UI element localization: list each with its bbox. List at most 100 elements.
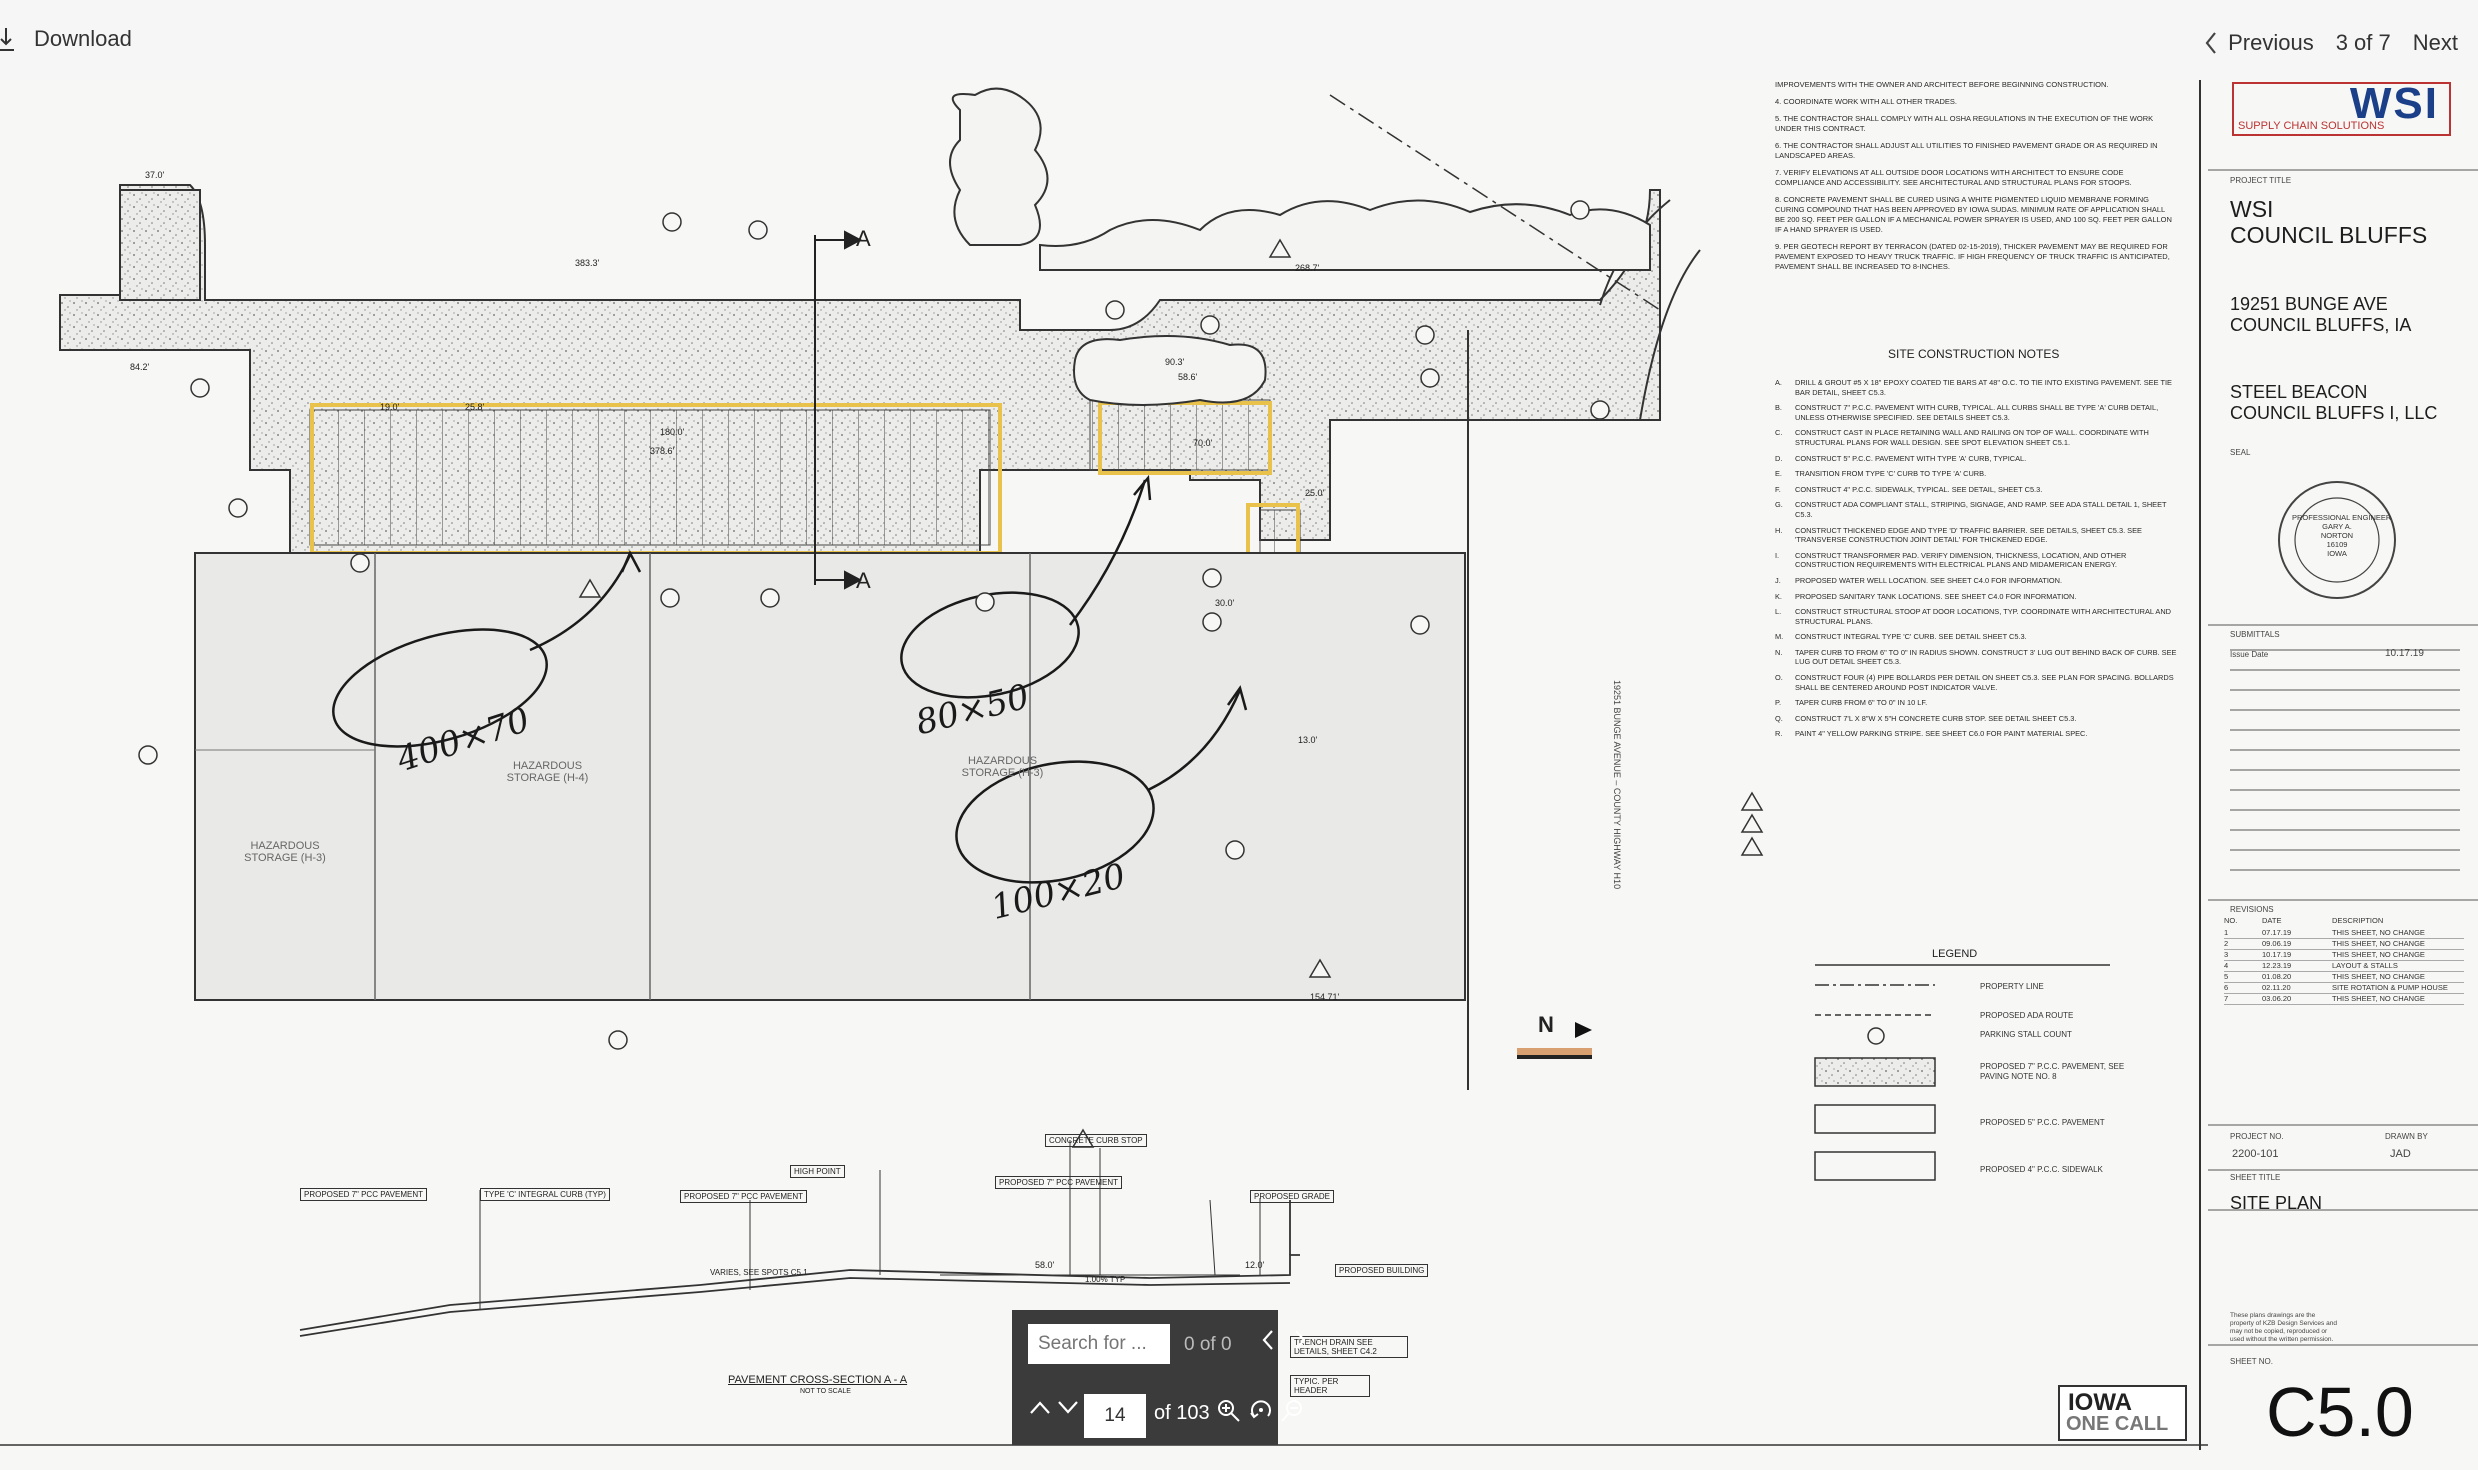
client-name: STEEL BEACON COUNCIL BLUFFS I, LLC [2230,382,2438,423]
site-note-key: I. [1775,550,1780,560]
issue-date: 10.17.19 [2385,648,2424,659]
site-construction-notes: A.DRILL & GROUT #5 X 18" EPOXY COATED TI… [1775,378,2180,745]
site-note-text: CONSTRUCT 7'L x 8"W x 5"H CONCRETE CURB … [1795,713,2077,723]
general-note: 5. THE CONTRACTOR SHALL COMPLY WITH ALL … [1775,114,2154,133]
site-note: E.TRANSITION FROM TYPE 'C' CURB TO TYPE … [1775,469,2180,479]
legend-item: PROPOSED ADA ROUTE [1980,1011,2074,1020]
legend-item: PROPERTY LINE [1980,982,2044,991]
find-match-count: 0 of 0 [1184,1334,1232,1355]
chevron-right-icon[interactable] [1292,1328,1308,1352]
revision-cell: 5 [2224,972,2229,981]
site-note: D. CONSTRUCT 5" P.C.C. PAVEMENT WITH TYPE… [1775,454,2180,464]
site-note-key: K. [1775,591,1782,601]
xs-label-8: PROPOSED BUILDING [1335,1264,1429,1277]
site-notes-title: SITE CONSTRUCTION NOTES [1888,347,2060,361]
issue-date-label: Issue Date [2230,650,2269,659]
site-note: C. CONSTRUCT CAST IN PLACE RETAINING WALL… [1775,428,2180,447]
site-note-key: A. [1775,378,1782,387]
next-button[interactable]: Next [2412,30,2458,55]
page-navigator: Previous 3 of 7 Next [2204,30,2458,56]
revision-cell: THIS SHEET, NO CHANGE [2332,950,2425,959]
legend-item: PROPOSED 7" P.C.C. PAVEMENT, SEE PAVING … [1980,1062,2125,1081]
site-note: A.DRILL & GROUT #5 X 18" EPOXY COATED TI… [1775,378,2180,397]
site-note-text: CONSTRUCT 5" P.C.C. PAVEMENT WITH TYPE '… [1795,453,2027,463]
site-note-key: M. [1775,632,1784,642]
dim-1547: 154.71' [1310,992,1340,1002]
drawn-by: JAD [2390,1148,2411,1160]
site-note-key: L. [1775,607,1782,617]
revisions-header-cell: DATE [2262,916,2282,925]
page-number-input[interactable] [1084,1394,1146,1438]
revision-cell: 6 [2224,983,2229,992]
chevron-up-icon[interactable] [1028,1398,1052,1416]
site-note-text: CONSTRUCT CAST IN PLACE RETAINING WALL A… [1795,428,2149,447]
site-note-key: D. [1775,453,1783,463]
page-indicator: 3 of 7 [2335,30,2391,55]
site-note: M.CONSTRUCT INTEGRAL TYPE 'C' CURB. SEE … [1775,632,2180,642]
chevron-down-icon[interactable] [1056,1398,1080,1416]
site-note-key: N. [1775,647,1783,657]
pavement-cross-section [299,1140,1300,1337]
company-logo: WSI SUPPLY CHAIN SOLUTIONS [2232,82,2451,136]
download-button[interactable]: Download [0,26,132,52]
drawing-sheet: A A HAZARDOUS STORAGE (H-3) HAZARDOUS ST… [0,80,2478,1470]
sheet-title: SITE PLAN [2230,1193,2323,1213]
annotation-ellipse-3 [955,760,1155,884]
dim-250: 25.0' [1305,488,1325,498]
site-note-key: C. [1775,428,1783,438]
cross-section-subtitle: NOT TO SCALE [800,1388,851,1395]
site-note: Q. CONSTRUCT 7'L x 8"W x 5"H CONCRETE CUR… [1775,714,2180,724]
revision-cell: 4 [2224,961,2229,970]
site-note-text: CONSTRUCT ADA COMPLIANT STALL, STRIPING,… [1795,500,2167,519]
dim-586: 58.6' [1178,372,1198,382]
dim-190: 19.0' [380,402,400,412]
landscape-islands [949,87,1651,406]
zoom-in-icon[interactable] [1216,1398,1242,1424]
xs-label-2: TYPE 'C' INTEGRAL CURB (TYP) [480,1188,610,1201]
dim-268: 268.7' [1295,263,1320,273]
markup-annotations [332,474,1248,884]
site-note-text: CONSTRUCT THICKENED EDGE AND TYPE 'D' TR… [1795,525,2142,545]
legend-item: PROPOSED 4" P.C.C. SIDEWALK [1980,1165,2103,1174]
dim-842: 84.2' [130,362,150,372]
iowa-one-call-logo: IOWA ONE CALL [2058,1385,2187,1441]
site-plan-drawing [0,80,2478,1450]
previous-button[interactable]: Previous [2204,30,2314,56]
site-note-key: Q. [1775,713,1783,723]
site-note: N.TAPER CURB TO FROM 6" TO 0" IN RADIUS … [1775,648,2180,667]
revisions-header-cell: DESCRIPTION [2332,916,2384,925]
zoom-out-icon[interactable] [1280,1398,1306,1424]
search-input[interactable] [1028,1324,1170,1364]
revision-cell: SITE ROTATION & PUMP HOUSE [2332,983,2448,992]
site-note: K.PROPOSED SANITARY TANK LOCATIONS. SEE … [1775,592,2180,602]
xs-label-11: 1.00% TYP [1085,1275,1126,1284]
project-no-label: PROJECT NO. [2230,1132,2284,1141]
site-note-text: CONSTRUCT 4" P.C.C. SIDEWALK, TYPICAL. S… [1795,484,2043,494]
dim-700: 70.0' [1193,438,1213,448]
legend-title: LEGEND [1932,948,1978,960]
revision-cell: THIS SHEET, NO CHANGE [2332,928,2425,937]
page-total: of 103 [1154,1402,1210,1424]
site-note-key: E. [1775,469,1782,479]
site-note-key: H. [1775,525,1783,535]
rotate-icon[interactable] [1248,1398,1274,1424]
dim-37: 37.0' [145,170,165,180]
dim-903: 90.3' [1165,357,1185,367]
general-notes: IMPROVEMENTS WITH THE OWNER AND ARCHITEC… [1775,80,2175,279]
chevron-left-icon[interactable] [1260,1328,1276,1352]
annotation-arrow-2 [1069,479,1147,626]
seal-text: PROFESSIONAL ENGINEER GARY A. NORTON 161… [2292,513,2392,558]
building-footprint [194,552,1466,1001]
revision-cell: 3 [2224,950,2229,959]
revision-cell: 7 [2224,994,2229,1003]
revision-triangles [578,238,1764,1148]
site-note: L.CONSTRUCT STRUCTURAL STOOP AT DOOR LOC… [1775,607,2180,626]
annotation-ellipse-1 [332,628,548,748]
site-note: P.TAPER CURB FROM 6" TO 0" IN 10 LF. [1775,698,2180,708]
north-label: N [1538,1012,1554,1037]
title-block-lines [2199,80,2478,1450]
